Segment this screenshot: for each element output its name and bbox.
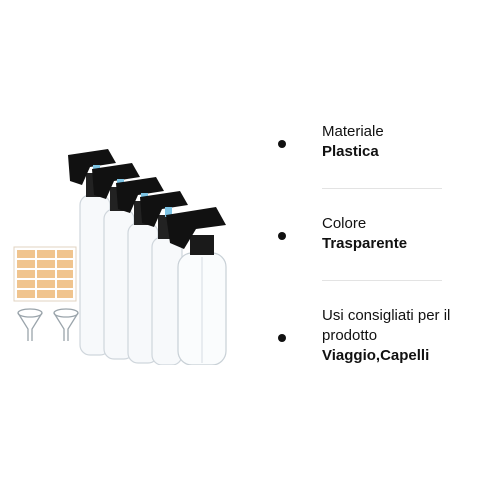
spec-label: Colore [322, 215, 367, 232]
spec-value: Plastica [322, 143, 379, 160]
funnel-1 [17, 308, 43, 341]
divider [322, 188, 442, 189]
spec-label: Materiale [322, 123, 384, 140]
bullet [278, 334, 286, 342]
bullet [278, 140, 286, 148]
spec-label: Usi consigliati per il prodotto [322, 307, 451, 344]
divider [322, 280, 442, 281]
bullet [278, 232, 286, 240]
spec-value: Trasparente [322, 235, 408, 252]
spray-bottles-illustration [13, 149, 227, 366]
label-sheet [13, 246, 77, 302]
spray-bottle-2 [92, 163, 140, 360]
product-image [8, 135, 248, 366]
funnel-2 [53, 308, 79, 341]
spray-bottle-5 [166, 207, 227, 366]
spec-value: Viaggio,Capelli [322, 347, 430, 364]
